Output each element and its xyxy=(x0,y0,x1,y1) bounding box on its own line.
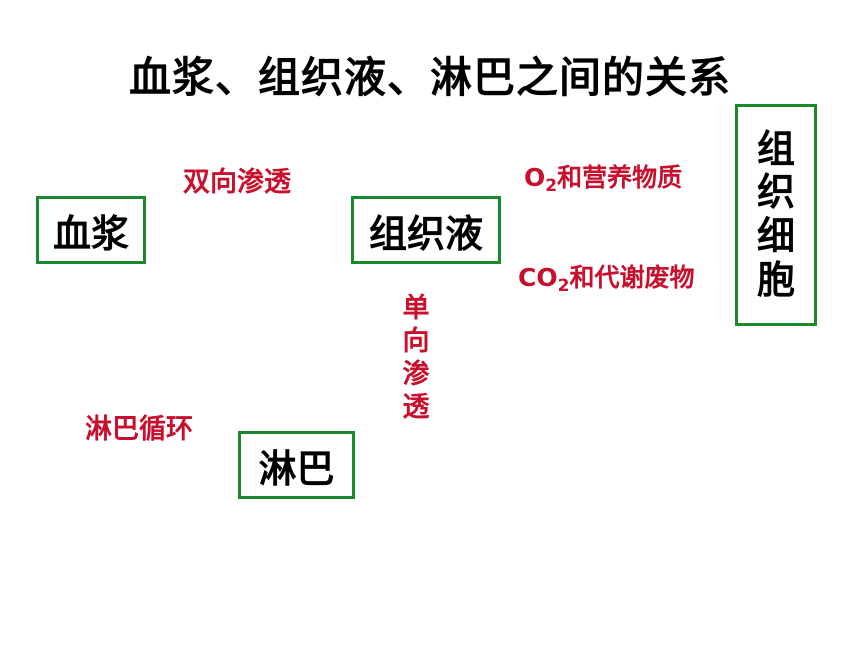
tissue-cells-char: 织 xyxy=(756,170,795,215)
one-way-char: 透 xyxy=(402,391,430,423)
label-lymph-circulation: 淋巴循环 xyxy=(85,414,193,445)
label-two-way-osmosis: 双向渗透 xyxy=(183,167,291,198)
one-way-char: 单 xyxy=(402,293,430,324)
tissue-cells-char: 细 xyxy=(756,214,795,258)
page-title: 血浆、组织液、淋巴之间的关系 xyxy=(128,53,731,102)
label-o2-rest: 和营养物质 xyxy=(557,163,683,192)
one-way-char: 渗 xyxy=(402,358,430,390)
box-tissue-fluid: 组织液 xyxy=(351,196,501,264)
label-co2-waste: CO2和代谢废物 xyxy=(518,258,695,296)
label-co2-rest: 和代谢废物 xyxy=(569,263,695,292)
box-plasma: 血浆 xyxy=(36,196,146,264)
label-o2-nutrients: O2和营养物质 xyxy=(524,158,683,196)
box-lymph: 淋巴 xyxy=(238,431,355,499)
box-tissue-cells: 组 织 细 胞 xyxy=(735,104,817,326)
label-co2-prefix: CO xyxy=(518,263,558,292)
label-o2-subscript: 2 xyxy=(545,176,558,196)
tissue-cells-char: 组 xyxy=(756,126,795,171)
tissue-cells-char: 胞 xyxy=(756,257,795,302)
label-one-way-osmosis: 单 向 渗 透 xyxy=(398,293,434,425)
label-o2-prefix: O xyxy=(524,163,546,192)
label-co2-subscript: 2 xyxy=(557,276,570,296)
one-way-char: 向 xyxy=(402,325,430,357)
